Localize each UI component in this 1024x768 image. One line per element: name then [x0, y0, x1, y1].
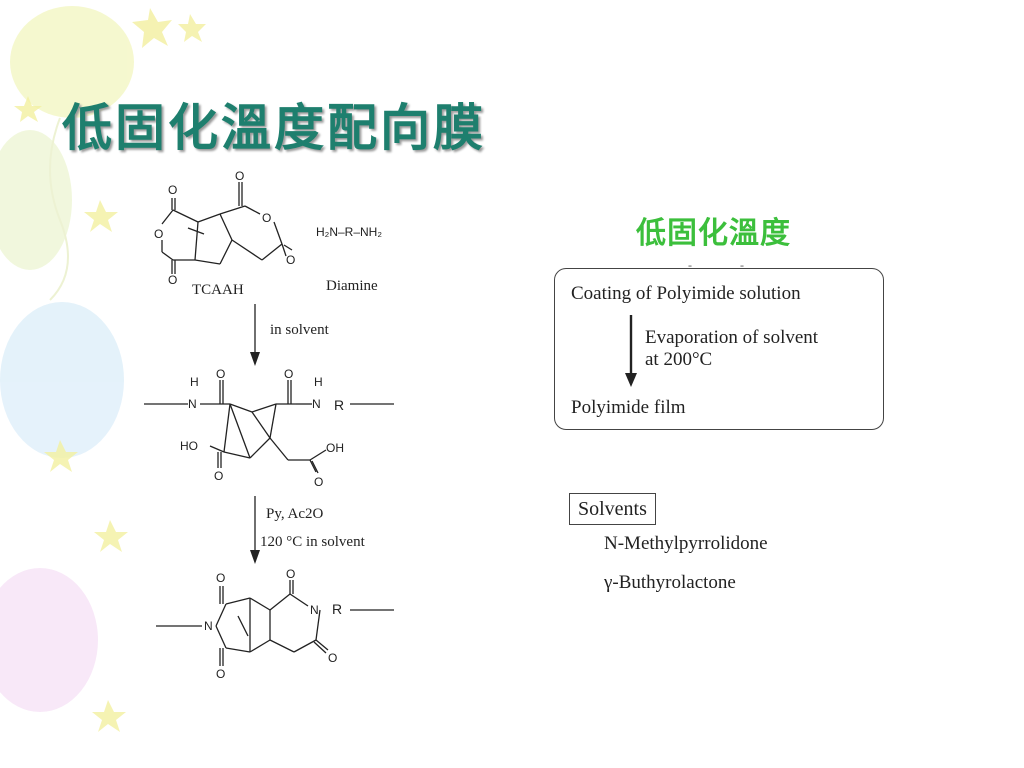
reaction-arrow-1-head	[250, 352, 260, 366]
step1-condition: in solvent	[270, 322, 330, 338]
balloon-string	[49, 117, 69, 301]
process-heading: 低固化溫度	[636, 216, 791, 251]
balloon-blue	[0, 302, 124, 458]
star-shape	[14, 96, 42, 122]
star-shape	[132, 8, 172, 48]
solvent-item: γ-Buthyrolactone	[604, 572, 736, 593]
amic-acid-structure	[144, 380, 394, 474]
atom-label: H	[190, 375, 199, 389]
process-step-text-1: Evaporation of solvent	[645, 327, 819, 348]
solvent-item: N-Methylpyrrolidone	[604, 533, 768, 554]
atom-label: O	[286, 567, 295, 581]
atom-label: OH	[326, 441, 344, 455]
atom-label: O	[214, 469, 223, 483]
star-shape	[178, 14, 206, 42]
reaction-arrow-2-head	[250, 550, 260, 564]
atom-label: O	[216, 571, 225, 585]
balloon-yellow	[10, 6, 134, 118]
polyimide-structure	[156, 580, 394, 666]
reaction-scheme: O O O O O O H N O O H N R HO O OH O O N …	[144, 169, 394, 681]
atom-label: O	[154, 227, 163, 241]
diamine-formula: H₂N–R–NH₂	[316, 225, 382, 239]
atom-label: O	[328, 651, 337, 665]
diamine-label: Diamine	[326, 278, 378, 294]
process-end-text: Polyimide film	[571, 397, 686, 418]
slide-title: 低固化溫度配向膜	[62, 98, 486, 157]
process-arrow-icon	[625, 315, 637, 387]
tcaah-label: TCAAH	[192, 282, 244, 298]
atom-label: N	[310, 603, 319, 617]
solvents-label: Solvents	[569, 493, 656, 525]
tcaah-structure	[161, 182, 293, 274]
atom-label: O	[314, 475, 323, 489]
star-shape	[94, 520, 128, 552]
atom-label: N	[204, 619, 213, 633]
atom-label: O	[168, 183, 177, 197]
star-shape	[92, 700, 126, 732]
atom-label: O	[216, 367, 225, 381]
process-step-text-2: at 200°C	[645, 349, 713, 370]
atom-label: N	[312, 397, 321, 411]
atom-label: N	[188, 397, 197, 411]
process-box: Coating of Polyimide solution Evaporatio…	[554, 268, 884, 430]
atom-label: O	[216, 667, 225, 681]
atom-label: H	[314, 375, 323, 389]
step2-reagent: Py, Ac2O	[266, 506, 324, 522]
balloon-pink	[0, 568, 98, 712]
atom-label: R	[332, 601, 342, 617]
atom-label: O	[235, 169, 244, 183]
atom-label: O	[284, 367, 293, 381]
process-start-text: Coating of Polyimide solution	[571, 283, 801, 304]
atom-label: O	[168, 273, 177, 287]
atom-label: HO	[180, 439, 198, 453]
balloon-green	[0, 130, 72, 270]
star-shape	[84, 200, 118, 232]
atom-label: O	[262, 211, 271, 225]
star-shape	[44, 440, 78, 472]
atom-label: R	[334, 397, 344, 413]
step2-temperature: 120 °C in solvent	[260, 534, 366, 550]
atom-label: O	[286, 253, 295, 267]
